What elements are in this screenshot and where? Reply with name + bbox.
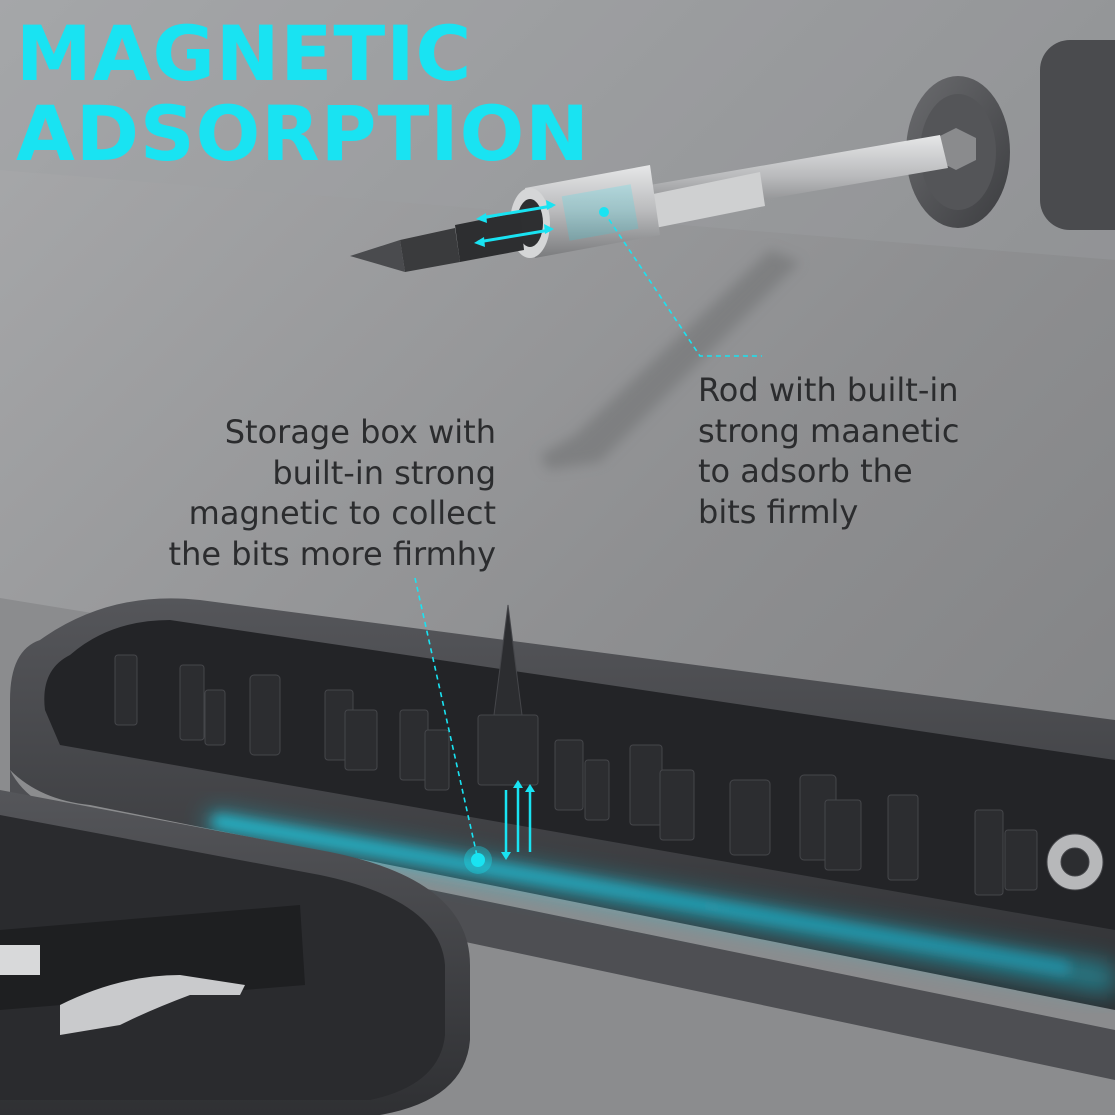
screwdriver-handle (906, 40, 1115, 230)
headline-line-2: ADSORPTION (16, 89, 590, 178)
rod-leader-line (603, 211, 762, 357)
bit-row (114, 604, 1104, 896)
magnetic-rod (510, 165, 660, 258)
headline-line-1: MAGNETIC (16, 9, 473, 98)
phillips-bit (350, 212, 524, 272)
rod-callout: Rod with built-in strong maanetic to ads… (698, 370, 959, 532)
rod-callout-line: strong maanetic (698, 411, 960, 450)
storage-leader-line (414, 577, 479, 861)
double-arrow-icon (474, 200, 556, 247)
storage-callout-line: the bits more firmhy (168, 534, 496, 573)
double-arrow-icon (501, 780, 535, 860)
case-lid (0, 790, 470, 1115)
rod-callout-line: Rod with built-in (698, 371, 959, 409)
headline: MAGNETIC ADSORPTION (16, 14, 590, 174)
storage-box-callout: Storage box with built-in strong magneti… (169, 412, 496, 574)
storage-callout-line: magnetic to collect (188, 494, 496, 532)
storage-callout-line: built-in strong (272, 453, 496, 492)
driver-shadow (540, 250, 800, 470)
rod-callout-line: bits firmly (698, 492, 859, 531)
storage-callout-line: Storage box with (224, 413, 496, 451)
rod-callout-line: to adsorb the (698, 452, 913, 490)
wall-plane (0, 0, 1115, 260)
